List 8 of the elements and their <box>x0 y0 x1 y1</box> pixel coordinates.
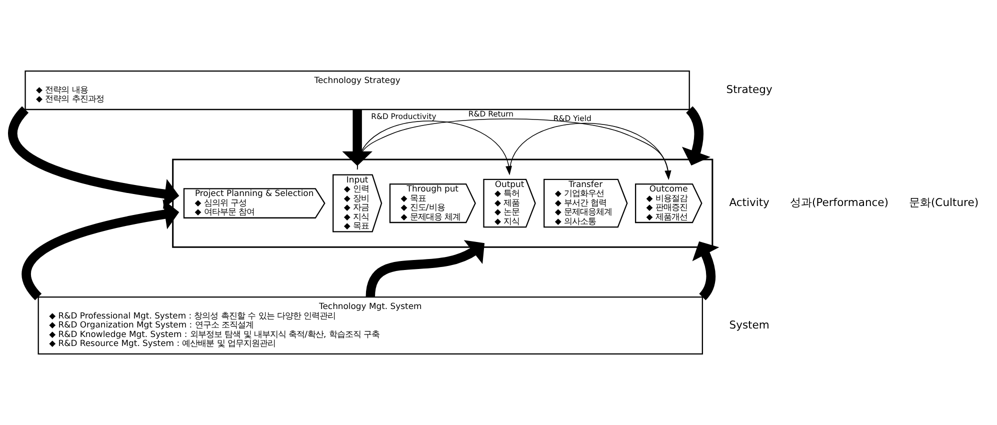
edge-label: R&D Return <box>468 110 514 119</box>
edge-label: R&D Yield <box>553 114 592 124</box>
label: System <box>729 318 770 332</box>
edge-label: R&D Productivity <box>371 112 436 121</box>
label: Strategy <box>726 83 772 96</box>
label: Activity <box>729 196 770 210</box>
label: 성과(Performance) <box>790 196 888 210</box>
label: 문화(Culture) <box>909 196 979 210</box>
